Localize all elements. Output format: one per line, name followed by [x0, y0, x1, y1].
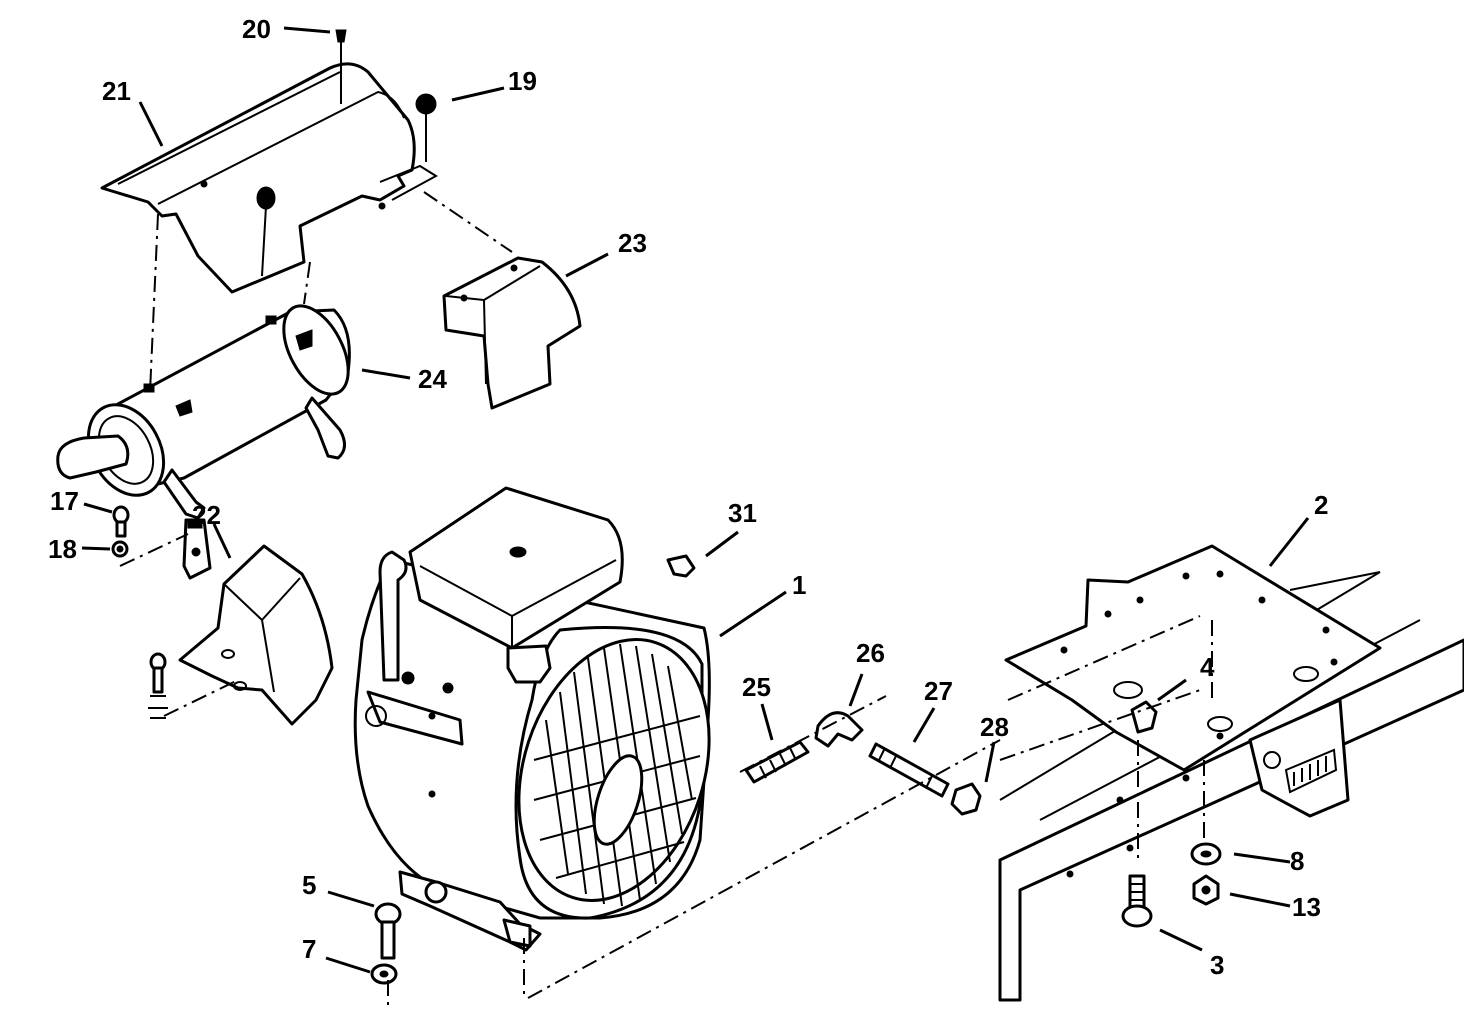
callout-27: 27	[924, 676, 953, 706]
washer-8	[1190, 842, 1222, 866]
callout-28: 28	[980, 712, 1009, 742]
callout-1: 1	[792, 570, 806, 600]
engine	[353, 486, 711, 952]
callout-8: 8	[1290, 846, 1304, 876]
bolt-17	[112, 505, 130, 538]
screw-20	[335, 29, 347, 104]
nut-18	[111, 540, 129, 558]
callout-18: 18	[48, 534, 77, 564]
washer-7	[370, 963, 398, 985]
bolt-3	[1121, 874, 1153, 928]
callout-13: 13	[1292, 892, 1321, 922]
bolt-5	[374, 902, 402, 960]
nipple-25	[744, 740, 810, 784]
heat-shield	[100, 62, 438, 294]
callout-22: 22	[192, 500, 221, 530]
callout-21: 21	[102, 76, 131, 106]
callout-25: 25	[742, 672, 771, 702]
callout-26: 26	[856, 638, 885, 668]
nut-13	[1192, 874, 1220, 906]
exhaust-cover-23	[442, 256, 582, 410]
assembly-lines	[119, 191, 1213, 1010]
callout-labels: 20 19 21 23 24 17 18 22 31 1 2 4 25 26 2…	[48, 14, 1328, 980]
mount-plate	[1004, 544, 1382, 772]
callout-23: 23	[618, 228, 647, 258]
bracket-bolt	[148, 652, 168, 719]
callout-5: 5	[302, 870, 316, 900]
screw-19	[415, 93, 437, 162]
callout-24: 24	[418, 364, 447, 394]
clamp-22	[182, 518, 212, 580]
bolt-4	[1130, 700, 1158, 734]
callout-3: 3	[1210, 950, 1224, 980]
nipple-27	[868, 742, 950, 798]
callout-31: 31	[728, 498, 757, 528]
callout-19: 19	[508, 66, 537, 96]
nut-28	[950, 782, 982, 816]
elbow-26	[814, 711, 864, 748]
callout-20: 20	[242, 14, 271, 44]
callout-2: 2	[1314, 490, 1328, 520]
callout-17: 17	[50, 486, 79, 516]
shield-screw	[256, 186, 276, 277]
callout-7: 7	[302, 934, 316, 964]
muffler-bracket	[178, 544, 334, 726]
callout-4: 4	[1200, 652, 1215, 682]
leader-lines	[81, 26, 1310, 974]
part-31	[666, 554, 696, 578]
muffler	[56, 304, 351, 520]
